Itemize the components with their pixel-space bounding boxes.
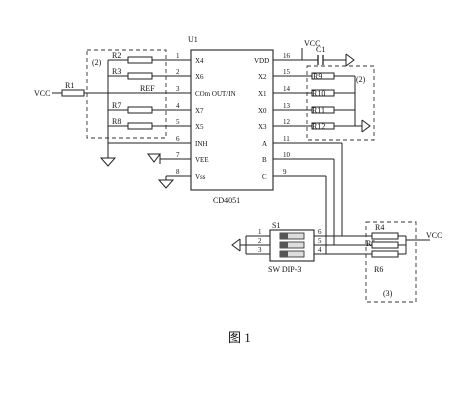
- label-c1: C1: [316, 45, 325, 54]
- pin-name-inh: INH: [195, 140, 207, 148]
- switch-pin-3: 3: [258, 246, 262, 254]
- resistor-r4: [371, 232, 399, 240]
- pin-name-c: C: [262, 173, 267, 181]
- switch-pin-5: 5: [318, 237, 322, 245]
- pin-name-vdd: VDD: [254, 57, 269, 65]
- pin-name-x1: X1: [258, 90, 267, 98]
- left-group-note: (2): [92, 58, 102, 67]
- label-r3: R3: [112, 67, 121, 76]
- label-r12: R12: [312, 122, 325, 131]
- label-r10: R10: [312, 89, 325, 98]
- label-ref: REF: [140, 84, 155, 93]
- switch-part-label: SW DIP-3: [268, 265, 301, 274]
- vcc-label-left: VCC: [34, 89, 50, 98]
- pullup-dashed-box: [365, 221, 417, 303]
- resistor-r7: [127, 106, 153, 114]
- left-group-dashed-box: [86, 49, 167, 139]
- pin-num-3: 3: [176, 85, 180, 93]
- vcc-label-top: VCC: [304, 39, 320, 48]
- dip-switch-levers: [279, 232, 305, 258]
- label-r7: R7: [112, 101, 121, 110]
- ground-symbol-left: [99, 154, 117, 167]
- address-lines: [302, 142, 343, 254]
- switch-left-wiring: [231, 235, 270, 255]
- pin-num-16: 16: [283, 52, 291, 60]
- pin-num-7: 7: [176, 151, 180, 159]
- ground-symbol-vee: [147, 153, 172, 164]
- figure-caption: 图 1: [228, 330, 251, 345]
- label-r8: R8: [112, 117, 121, 126]
- switch-pin-6: 6: [318, 228, 322, 236]
- pin-num-8: 8: [176, 168, 180, 176]
- label-r6: R6: [374, 265, 383, 274]
- pin-num-5: 5: [176, 118, 180, 126]
- pin-num-6: 6: [176, 135, 180, 143]
- pin-name-x7: X7: [195, 107, 204, 115]
- pin-name-com: COm OUT/IN: [195, 90, 236, 98]
- ic-ref-label: U1: [188, 35, 198, 44]
- pin-num-9: 9: [283, 168, 287, 176]
- label-r5: R5: [366, 239, 375, 248]
- pin-num-1: 1: [176, 52, 180, 60]
- pin-num-4: 4: [176, 102, 180, 110]
- right-group-dashed-box: [306, 65, 375, 141]
- switch-pin-2: 2: [258, 237, 262, 245]
- ground-symbol-right: [361, 119, 371, 133]
- ground-symbol-vss: [157, 175, 175, 189]
- pin-num-15: 15: [283, 68, 291, 76]
- pin-num-2: 2: [176, 68, 180, 76]
- ic-part-label: CD4051: [213, 196, 240, 205]
- label-r2: R2: [112, 51, 121, 60]
- resistor-r6: [371, 250, 399, 258]
- pin-name-b: B: [262, 156, 267, 164]
- pin-num-10: 10: [283, 151, 291, 159]
- resistor-r5: [371, 241, 399, 249]
- pullup-vcc-bus: [398, 235, 430, 255]
- pin-num-13: 13: [283, 102, 291, 110]
- label-r11: R11: [312, 106, 325, 115]
- pin-name-vee: VEE: [195, 156, 209, 164]
- capacitor-c1: [302, 55, 346, 65]
- pin-name-x5: X5: [195, 123, 204, 131]
- pin-name-x0: X0: [258, 107, 267, 115]
- resistor-r3: [127, 72, 153, 80]
- vcc-label-pullups: VCC: [426, 231, 442, 240]
- label-r4: R4: [375, 223, 384, 232]
- label-r1: R1: [65, 81, 74, 90]
- ic-cd4051-body: [190, 49, 274, 191]
- pin-name-x4: X4: [195, 57, 204, 65]
- resistor-r1: [61, 89, 85, 97]
- pin-name-x2: X2: [258, 73, 267, 81]
- label-r9: R9: [313, 72, 322, 81]
- ground-symbol-c1: [345, 53, 355, 67]
- switch-pin-4: 4: [318, 246, 322, 254]
- pin-name-x6: X6: [195, 73, 204, 81]
- switch-ref-label: S1: [272, 221, 280, 230]
- switch-right-wiring: [314, 235, 372, 255]
- ic-left-pins: 1 2 3 4 5 6 7 8 X4 X6 COm OUT/IN X7 X5 I…: [172, 52, 236, 181]
- ic-right-pins: 16 15 14 13 12 11 10 9 VDD X2 X1 X0 X3 A…: [254, 52, 302, 181]
- pin-name-vss: Vss: [195, 173, 206, 181]
- pin-num-12: 12: [283, 118, 291, 126]
- switch-pin-1: 1: [258, 228, 262, 236]
- pin-name-x3: X3: [258, 123, 267, 131]
- resistor-r2: [127, 56, 153, 64]
- pin-num-11: 11: [283, 135, 290, 143]
- right-group-note: (2): [356, 75, 366, 84]
- pullup-group-note: (3): [383, 289, 393, 298]
- pin-name-a: A: [262, 140, 267, 148]
- resistor-r8: [127, 122, 153, 130]
- pin-num-14: 14: [283, 85, 291, 93]
